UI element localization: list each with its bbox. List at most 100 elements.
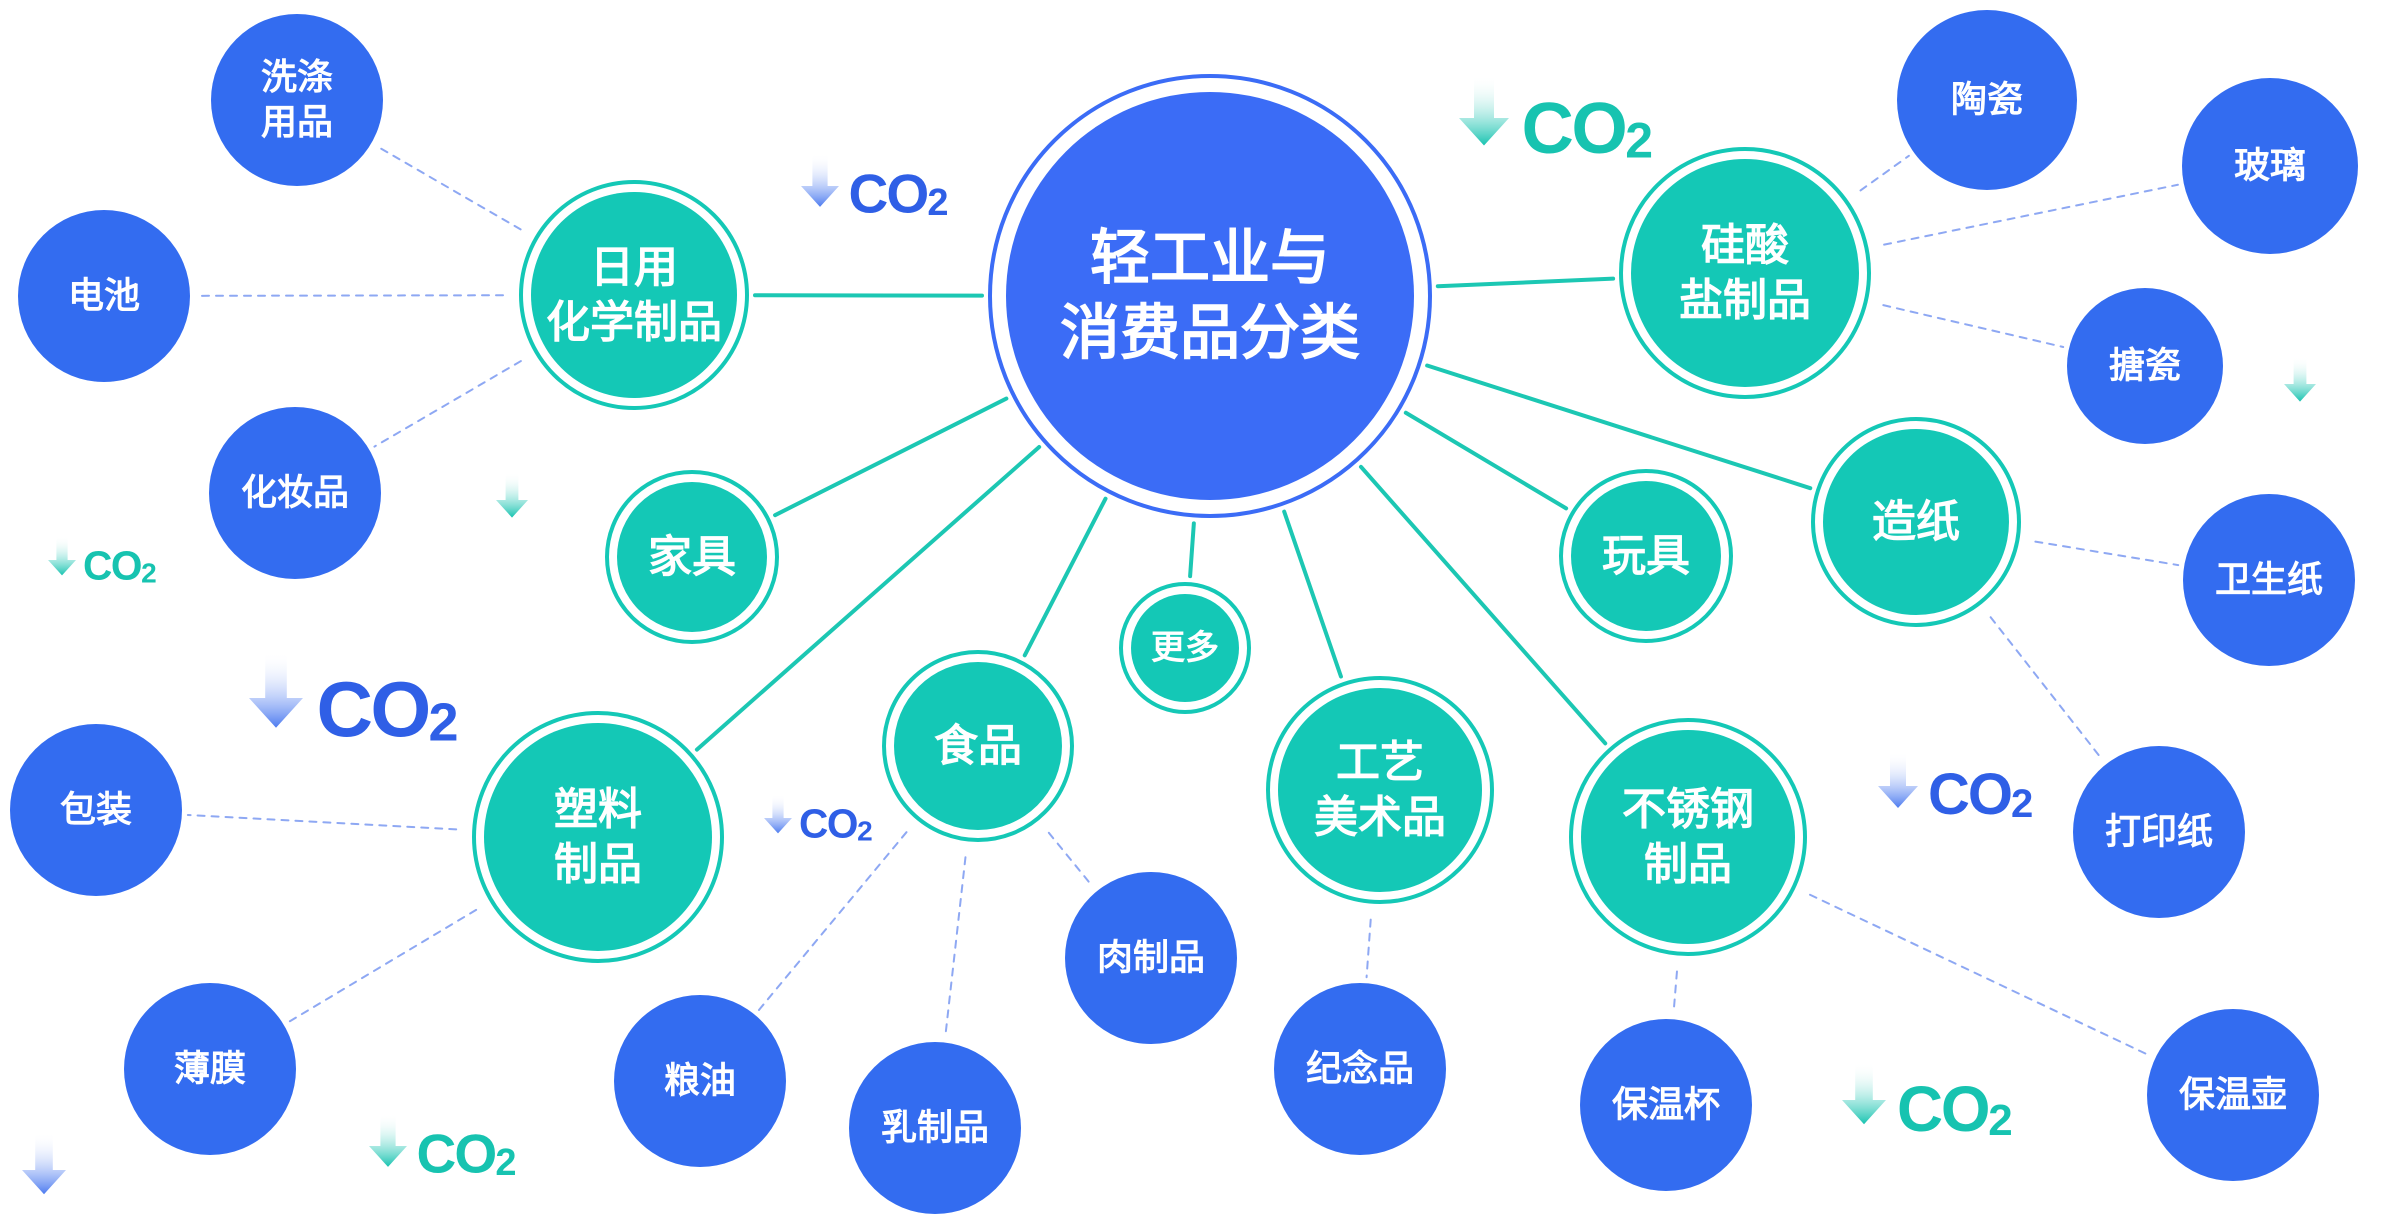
leaf-node-printing_paper-label: 打印纸 xyxy=(2105,812,2213,853)
category-circle xyxy=(531,192,737,398)
link-plastic-film xyxy=(287,908,478,1023)
category-node-furniture[interactable]: 家具 xyxy=(605,470,779,644)
leaf-node-toilet_paper-label: 卫生纸 xyxy=(2215,560,2323,601)
link-steel-thermos_pot xyxy=(1809,893,2151,1057)
link-silicate-glass xyxy=(1883,183,2179,246)
down-arrow-icon xyxy=(496,472,528,518)
leaf-circle xyxy=(2067,288,2223,444)
co2-label: CO2 xyxy=(317,665,457,753)
leaf-circle xyxy=(209,407,381,579)
co2-label: CO2 xyxy=(83,543,156,589)
leaf-circle xyxy=(2183,494,2355,666)
category-node-furniture-label: 家具 xyxy=(648,532,736,583)
leaf-circle xyxy=(2147,1009,2319,1181)
leaf-node-meat[interactable]: 肉制品 xyxy=(1065,872,1237,1044)
category-node-food-label: 食品 xyxy=(934,721,1022,772)
category-circle xyxy=(1581,730,1795,944)
leaf-circle xyxy=(18,210,190,382)
link-center-food xyxy=(1022,496,1108,658)
leaf-circle xyxy=(10,724,182,896)
leaf-node-thermos_pot[interactable]: 保温壶 xyxy=(2147,1009,2319,1181)
category-circle xyxy=(1631,159,1859,387)
leaf-circle xyxy=(1897,10,2077,190)
link-center-paper xyxy=(1425,363,1813,491)
category-node-paper[interactable]: 造纸 xyxy=(1811,417,2021,627)
link-crafts-souvenir xyxy=(1365,918,1372,979)
leaf-node-film[interactable]: 薄膜 xyxy=(124,983,296,1155)
link-daily_chem-battery xyxy=(194,294,505,297)
leaf-node-souvenir[interactable]: 纪念品 xyxy=(1274,983,1446,1155)
co2-label: CO2 xyxy=(849,163,948,225)
leaf-node-glass-label: 玻璃 xyxy=(2234,146,2306,187)
co2-reduction-mark: CO2 xyxy=(249,652,459,753)
link-food-grain_oil xyxy=(757,831,908,1012)
co2-label: CO2 xyxy=(1928,762,2032,827)
center-node-circle xyxy=(1006,92,1414,500)
down-arrow-icon xyxy=(22,1132,66,1195)
category-node-silicate-label: 盐制品 xyxy=(1679,275,1811,326)
leaf-circle xyxy=(2182,78,2358,254)
category-node-steel-label: 制品 xyxy=(1644,839,1732,890)
category-node-crafts-label: 工艺 xyxy=(1336,737,1424,788)
leaf-node-enamel[interactable]: 搪瓷 xyxy=(2067,288,2223,444)
leaf-node-cosmetics[interactable]: 化妆品 xyxy=(209,407,381,579)
co2-reduction-mark: CO2 xyxy=(1842,1062,2013,1145)
category-node-plastic-label: 制品 xyxy=(554,839,642,890)
category-circle xyxy=(894,662,1062,830)
category-node-silicate-label: 硅酸 xyxy=(1701,220,1790,271)
leaf-node-detergent-label: 用品 xyxy=(261,102,333,143)
link-plastic-packaging xyxy=(186,813,458,831)
leaf-node-meat-label: 肉制品 xyxy=(1097,938,1205,979)
category-node-plastic-label: 塑料 xyxy=(554,784,642,835)
category-node-steel-label: 不锈钢 xyxy=(1622,784,1754,835)
leaf-node-ceramics[interactable]: 陶瓷 xyxy=(1897,10,2077,190)
co2-reduction-mark: CO2 xyxy=(369,1113,517,1185)
leaf-circle xyxy=(211,14,383,186)
leaf-node-battery-label: 电池 xyxy=(68,276,140,317)
category-node-more[interactable]: 更多 xyxy=(1119,582,1251,714)
category-circle xyxy=(617,482,767,632)
co2-reduction-mark: CO2 xyxy=(801,153,949,225)
leaf-node-thermos_cup[interactable]: 保温杯 xyxy=(1580,1019,1752,1191)
leaf-node-packaging[interactable]: 包装 xyxy=(10,724,182,896)
category-circle xyxy=(484,723,712,951)
leaf-node-cosmetics-label: 化妆品 xyxy=(241,473,349,514)
down-arrow-icon xyxy=(1878,752,1918,808)
category-circle xyxy=(1823,429,2009,615)
leaf-node-ceramics-label: 陶瓷 xyxy=(1951,80,2023,121)
co2-reduction-mark: CO2 xyxy=(48,536,157,589)
leaf-circle xyxy=(614,995,786,1167)
leaf-node-grain_oil[interactable]: 粮油 xyxy=(614,995,786,1167)
category-node-paper-label: 造纸 xyxy=(1872,497,1960,548)
leaf-circle xyxy=(124,983,296,1155)
co2-label: CO2 xyxy=(417,1123,516,1185)
leaf-node-thermos_cup-label: 保温杯 xyxy=(1612,1085,1720,1126)
category-node-toys[interactable]: 玩具 xyxy=(1559,469,1733,643)
link-center-silicate xyxy=(1435,276,1616,289)
link-food-meat xyxy=(1047,831,1094,888)
category-node-toys-label: 玩具 xyxy=(1602,531,1690,582)
down-arrow-icon xyxy=(22,1132,66,1195)
down-arrow-icon xyxy=(801,153,839,207)
leaf-node-toilet_paper[interactable]: 卫生纸 xyxy=(2183,494,2355,666)
leaf-circle xyxy=(2073,746,2245,918)
co2-reduction-mark: CO2 xyxy=(1878,752,2034,827)
leaf-node-glass[interactable]: 玻璃 xyxy=(2182,78,2358,254)
leaf-node-dairy[interactable]: 乳制品 xyxy=(849,1042,1021,1214)
category-node-food[interactable]: 食品 xyxy=(882,650,1074,842)
co2-label: CO2 xyxy=(1897,1073,2011,1145)
leaf-node-battery[interactable]: 电池 xyxy=(18,210,190,382)
leaf-circle xyxy=(1274,983,1446,1155)
leaf-circle xyxy=(1065,872,1237,1044)
leaf-node-printing_paper[interactable]: 打印纸 xyxy=(2073,746,2245,918)
leaf-node-enamel-label: 搪瓷 xyxy=(2109,346,2181,387)
link-steel-thermos_cup xyxy=(1672,970,1678,1015)
